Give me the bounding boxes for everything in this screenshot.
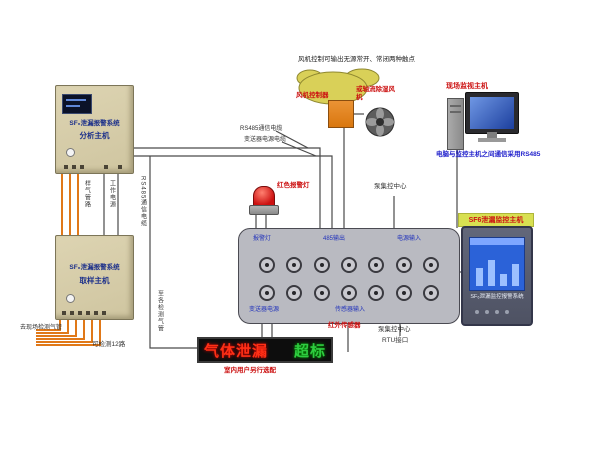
terminal-circle <box>395 285 412 301</box>
terminal-group-485-label: 485输出 <box>323 236 346 242</box>
monitor-stand <box>487 132 497 138</box>
monitoring-host-banner: SF6泄漏监控主机 <box>458 213 534 227</box>
analysis-host-title: SF₆泄漏报警系统 <box>69 120 120 127</box>
channels-label: 可检测12路 <box>92 341 126 348</box>
terminal-group-transmitter-label: 变送器电源 <box>249 307 280 313</box>
analysis-host: SF₆泄漏报警系统 分析主机 <box>55 85 134 174</box>
axial-fan-label: 或轴流除湿风机 <box>356 86 395 102</box>
computer-monitor-icon <box>465 92 519 134</box>
alarm-light-label: 红色报警灯 <box>277 182 310 189</box>
monitoring-host-device: SF₆泄漏监控报警系统 <box>461 226 533 326</box>
sample-gas-cable-label: 样气管路 <box>83 180 90 208</box>
site-monitor-label: 现场监视主机 <box>446 83 488 90</box>
terminal-circle <box>422 285 439 301</box>
monitoring-host-screen <box>469 237 525 291</box>
analysis-host-screen <box>62 94 92 114</box>
fan-controller-label: 风机控制器 <box>296 92 329 99</box>
monitor-base <box>478 138 506 142</box>
terminal-group-power-label: 电源输入 <box>397 236 422 242</box>
terminal-row-bottom <box>259 285 439 301</box>
terminal-circle <box>368 285 385 301</box>
rs485-cable-label: RS485通信电缆 <box>240 126 283 132</box>
terminal-circle <box>313 257 330 273</box>
pump-center-top-label: 泵集控中心 <box>374 183 407 190</box>
terminal-circle <box>368 257 385 273</box>
fan-controller <box>328 100 354 128</box>
signal-wires <box>103 113 461 352</box>
led-display: 气体泄漏 超标 <box>197 337 333 363</box>
analysis-host-button <box>66 148 75 157</box>
sampling-host: SF₆泄漏报警系统 取样主机 <box>55 235 134 320</box>
alarm-beacon-icon <box>253 186 275 207</box>
callout-bubble <box>296 68 380 105</box>
terminal-row-top <box>259 257 439 273</box>
axial-fan-icon <box>364 106 396 143</box>
terminal-circle <box>340 257 357 273</box>
fan-contact-note: 风机控制可输出无源常开、常闭两种触点 <box>298 56 415 63</box>
ir-sensor-label: 红外传感器 <box>328 322 361 329</box>
terminal-group-sensor-label: 传感器输入 <box>335 307 366 313</box>
comm-note: 电脑与监控主机之间通信采用RS485 <box>436 151 541 158</box>
alarm-beacon-base <box>249 205 279 215</box>
computer-tower-icon <box>447 98 464 150</box>
sampling-host-title: SF₆泄漏报警系统 <box>69 264 120 271</box>
orange-gas-tubes <box>36 172 101 346</box>
led-red-text: 气体泄漏 <box>204 341 269 360</box>
terminal-group-alarm-label: 报警灯 <box>253 236 272 242</box>
pump-center-bottom-label: 泵集控中心 <box>378 326 411 333</box>
led-green-text: 超标 <box>293 341 326 360</box>
sampling-host-subtitle: 取样主机 <box>79 276 110 285</box>
terminal-circle <box>286 285 303 301</box>
to-detect-pipe-label: 至各检测气管 <box>156 290 163 332</box>
terminal-circle <box>422 257 439 273</box>
transmitter-cable-label: 变送器电源电缆 <box>244 137 287 143</box>
monitoring-host-label: SF6泄漏监控主机 <box>468 217 524 224</box>
led-note: 室内用户另行选配 <box>224 367 276 374</box>
terminal-panel: 报警灯 485输出 电源输入 变送器电源 传感器输入 <box>238 228 460 324</box>
terminal-circle <box>259 285 275 301</box>
monitoring-host-caption: SF₆泄漏监控报警系统 <box>470 294 524 300</box>
terminal-circle <box>313 285 330 301</box>
work-power-cable-label: 工作电源 <box>108 180 115 208</box>
terminal-circle <box>286 257 303 273</box>
analysis-host-subtitle: 分析主机 <box>79 131 110 140</box>
terminal-circle <box>395 257 412 273</box>
sampling-host-button <box>66 294 75 303</box>
rs485-vertical-cable-label: RS485通信电缆 <box>139 176 146 228</box>
gas-pipe-label: 去现场检测气管 <box>20 325 63 331</box>
terminal-circle <box>340 285 357 301</box>
terminal-circle <box>259 257 275 273</box>
rtu-port-label: RTU接口 <box>382 337 409 344</box>
